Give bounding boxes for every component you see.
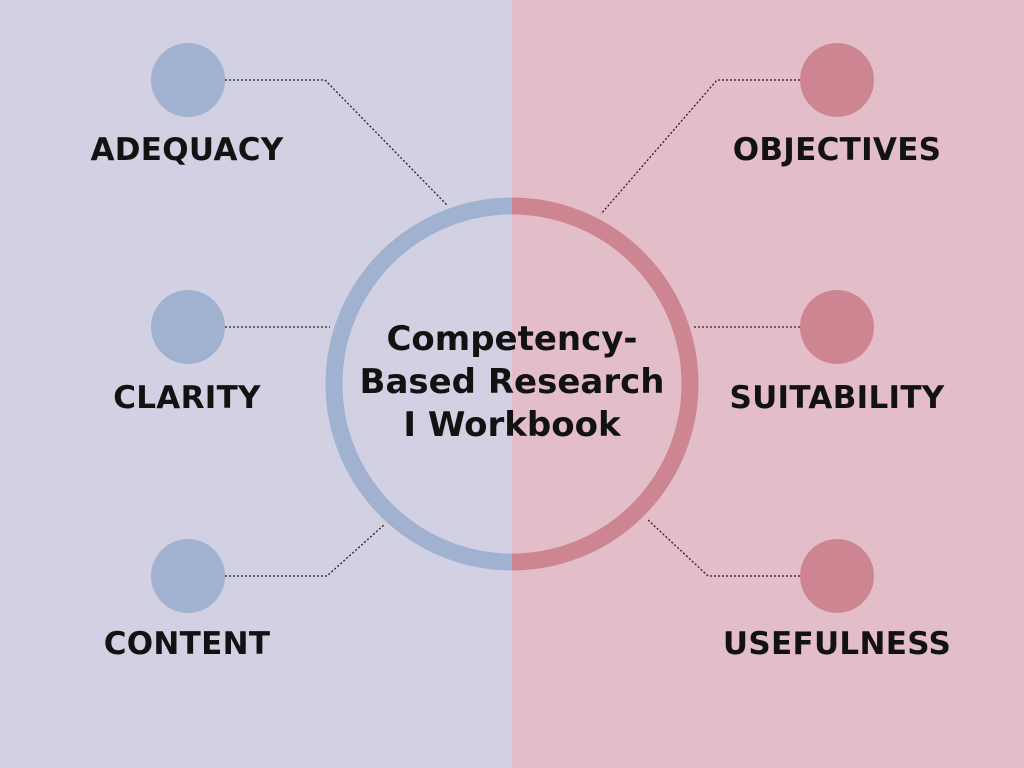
node-circle-suitability xyxy=(800,290,874,364)
node-label-content: CONTENT xyxy=(103,626,271,662)
node-circle-content xyxy=(151,539,225,613)
node-circle-objectives xyxy=(800,43,874,117)
node-label-suitability: SUITABILITY xyxy=(729,380,945,416)
right-background-panel xyxy=(512,0,1024,768)
central-ring-right-half xyxy=(511,197,699,571)
central-title: Competency-Based Research I Workbook xyxy=(359,319,665,445)
node-label-usefulness: USEFULNESS xyxy=(722,626,952,662)
left-background-panel xyxy=(0,0,512,768)
node-label-clarity: CLARITY xyxy=(113,380,261,416)
node-label-adequacy: ADEQUACY xyxy=(90,132,284,168)
connector-usefulness xyxy=(646,518,800,577)
connector-content xyxy=(225,523,386,577)
node-label-objectives: OBJECTIVES xyxy=(732,132,942,168)
node-circle-adequacy xyxy=(151,43,225,117)
node-circle-clarity xyxy=(151,290,225,364)
node-circle-usefulness xyxy=(800,539,874,613)
connector-objectives xyxy=(600,79,800,215)
connector-adequacy xyxy=(225,79,448,206)
central-ring-left-half xyxy=(325,197,513,571)
